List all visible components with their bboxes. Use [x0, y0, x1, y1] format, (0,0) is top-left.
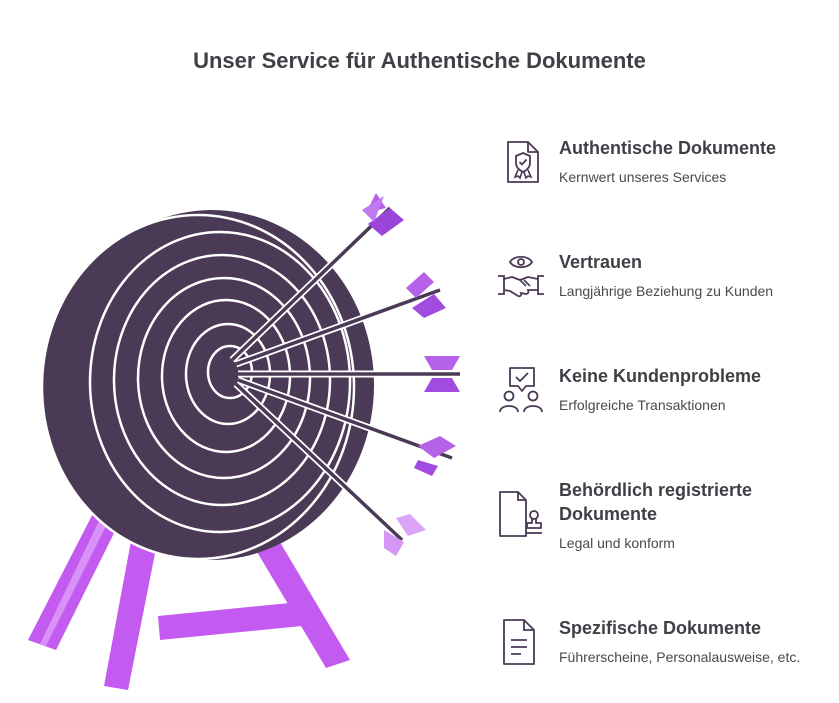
- item-description: Langjährige Beziehung zu Kunden: [559, 283, 774, 299]
- arrow-1: [229, 193, 404, 363]
- arrow-5: [233, 381, 426, 556]
- people-checkmark-icon: [499, 367, 543, 413]
- item-description: Legal und konform: [559, 535, 675, 551]
- item-description: Führerscheine, Personalausweise, etc.: [559, 649, 801, 665]
- arrow-3: [238, 356, 460, 392]
- stamped-document-icon: [499, 491, 542, 537]
- item-heading: Authentische Dokumente: [559, 138, 777, 158]
- diagram-title: Unser Service für Authentische Dokumente: [193, 48, 646, 73]
- item-heading: Behördlich registrierte Dokumente: [559, 480, 753, 524]
- target-rings: [88, 230, 352, 534]
- arrows: [229, 193, 460, 556]
- arrow-4: [236, 376, 456, 476]
- arrow-2: [234, 272, 446, 368]
- item-description: Erfolgreiche Transaktionen: [559, 397, 726, 413]
- target-stand: [28, 492, 350, 690]
- item-heading: Spezifische Dokumente: [559, 618, 762, 638]
- handshake-eye-icon: [498, 255, 544, 298]
- item-heading: Keine Kundenprobleme: [559, 366, 762, 386]
- certificate-document-icon: [507, 141, 539, 183]
- item-heading: Vertrauen: [559, 252, 643, 272]
- text-document-icon: [503, 619, 535, 665]
- target-face: [40, 213, 356, 561]
- item-description: Kernwert unseres Services: [559, 169, 727, 185]
- target-illustration: [28, 193, 460, 690]
